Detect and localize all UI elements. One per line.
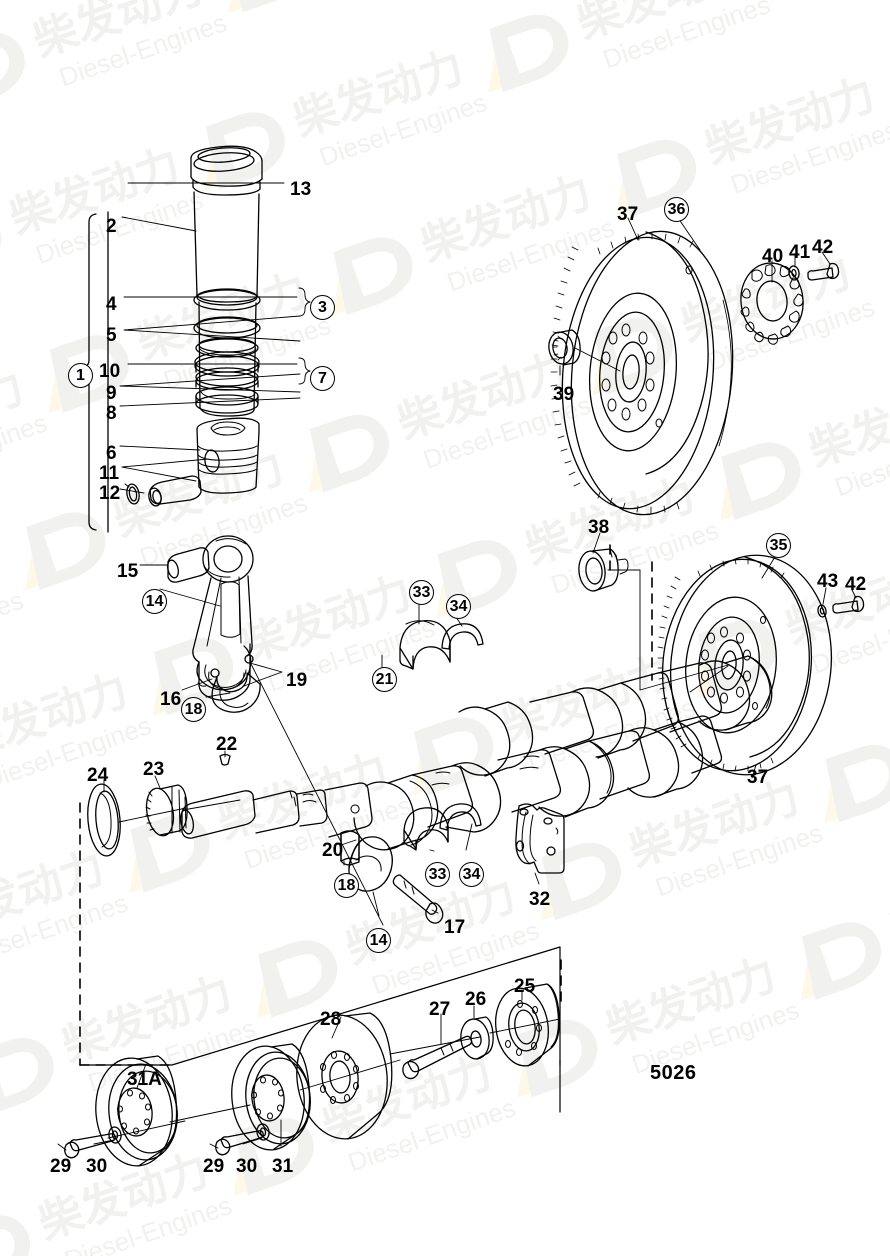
washer-43 <box>817 604 827 618</box>
callout-number-24: 24 <box>87 765 109 786</box>
damper-group-frame <box>79 946 561 1066</box>
main-bearing-bolt-17 <box>392 874 444 924</box>
callout-number-25: 25 <box>514 976 536 997</box>
connecting-rod <box>167 535 261 713</box>
callout-number-20: 20 <box>322 840 344 861</box>
pulley-31A <box>95 1055 178 1167</box>
bolt-42-lower <box>832 595 865 614</box>
callout-number-29: 29 <box>50 1156 72 1177</box>
pulley-bolt-29b <box>215 1130 264 1156</box>
flywheel-upper <box>550 230 734 516</box>
vibration-damper-28 <box>296 1012 393 1140</box>
pulley-washer-30a <box>108 1126 122 1144</box>
callout-circle-1: 1 <box>68 363 93 388</box>
callout-circle-18: 18 <box>334 873 359 898</box>
callout-number-23: 23 <box>143 759 165 780</box>
thrust-ring-24 <box>87 783 121 857</box>
callout-number-10: 10 <box>99 361 121 382</box>
callout-number-27: 27 <box>429 999 451 1020</box>
callout-number-16: 16 <box>160 689 182 710</box>
damper-frame-lower <box>559 1059 561 1113</box>
callout-circle-36: 36 <box>664 197 689 222</box>
callout-number-38: 38 <box>588 517 610 538</box>
callout-circle-35: 35 <box>766 533 791 558</box>
callout-number-12: 12 <box>99 483 121 504</box>
callout-circle-21: 21 <box>372 667 397 692</box>
leader-lines-conrod <box>139 564 384 926</box>
callout-circle-34: 34 <box>459 862 484 887</box>
callout-number-43: 43 <box>817 571 839 592</box>
callout-number-5: 5 <box>106 325 117 346</box>
callout-number-31: 31 <box>272 1156 294 1177</box>
gudgeon-pin <box>148 475 202 507</box>
thrust-washer-34-upper <box>441 623 484 650</box>
callout-circle-34: 34 <box>446 594 471 619</box>
callout-number-6: 6 <box>106 443 117 464</box>
callout-circle-33: 33 <box>409 580 434 605</box>
pulley-31 <box>231 1043 311 1151</box>
callout-circle-7: 7 <box>310 366 335 391</box>
callout-number-4: 4 <box>106 294 117 315</box>
callout-number-41: 41 <box>789 242 811 263</box>
pulley-washer-30b <box>256 1123 270 1141</box>
callout-number-30: 30 <box>86 1156 108 1177</box>
callout-number-26: 26 <box>465 989 487 1010</box>
circlip <box>124 483 140 505</box>
callout-number-11: 11 <box>99 463 120 484</box>
callout-number-2: 2 <box>106 216 117 237</box>
callout-number-39: 39 <box>553 384 575 405</box>
leader-lines-group1 <box>119 182 311 494</box>
crank-gear-23 <box>145 784 188 837</box>
callout-number-30: 30 <box>236 1156 258 1177</box>
callout-number-40: 40 <box>762 246 784 267</box>
callout-number-13: 13 <box>290 179 312 200</box>
lock-plate-40 <box>740 262 804 345</box>
callout-number-37: 37 <box>617 204 639 225</box>
callout-number-9: 9 <box>106 383 117 404</box>
washer-41 <box>788 265 800 281</box>
callout-number-37: 37 <box>747 767 769 788</box>
callout-circle-18: 18 <box>181 697 206 722</box>
callout-circle-33: 33 <box>425 862 450 887</box>
callout-circle-3: 3 <box>310 295 335 320</box>
damper-axis-lines <box>107 1018 561 1139</box>
thrust-washer-34-lower <box>439 803 482 831</box>
callout-number-19: 19 <box>286 670 308 691</box>
callout-number-31a: 31A <box>127 1069 162 1090</box>
leader-lines-flywheel-upper <box>559 211 831 376</box>
callout-number-22: 22 <box>216 734 238 755</box>
callout-circle-14: 14 <box>142 589 167 614</box>
main-bearing-shell-33-lower <box>403 807 449 851</box>
drawing-number: 5026 <box>650 1062 697 1084</box>
callout-number-17: 17 <box>444 917 466 938</box>
bolt-42-upper <box>807 262 840 281</box>
callout-number-42: 42 <box>845 574 867 595</box>
woodruff-key-22 <box>219 753 231 766</box>
callout-number-8: 8 <box>106 403 117 424</box>
callout-number-29: 29 <box>203 1156 225 1177</box>
callout-number-32: 32 <box>529 889 551 910</box>
damper-hub-25 <box>495 983 560 1067</box>
callout-number-42: 42 <box>812 237 834 258</box>
callout-circle-14: 14 <box>366 928 391 953</box>
leader-lines-damper <box>57 990 523 1151</box>
sealing-rings-5 <box>193 316 261 358</box>
callout-number-28: 28 <box>320 1009 342 1030</box>
pilot-bearing-39 <box>548 329 581 366</box>
piston <box>196 417 260 494</box>
callout-number-15: 15 <box>117 561 139 582</box>
crankshaft <box>179 655 773 851</box>
flywheel-lower <box>657 554 833 776</box>
bushing-38 <box>578 548 629 592</box>
main-bearing-cap-32 <box>515 803 565 874</box>
